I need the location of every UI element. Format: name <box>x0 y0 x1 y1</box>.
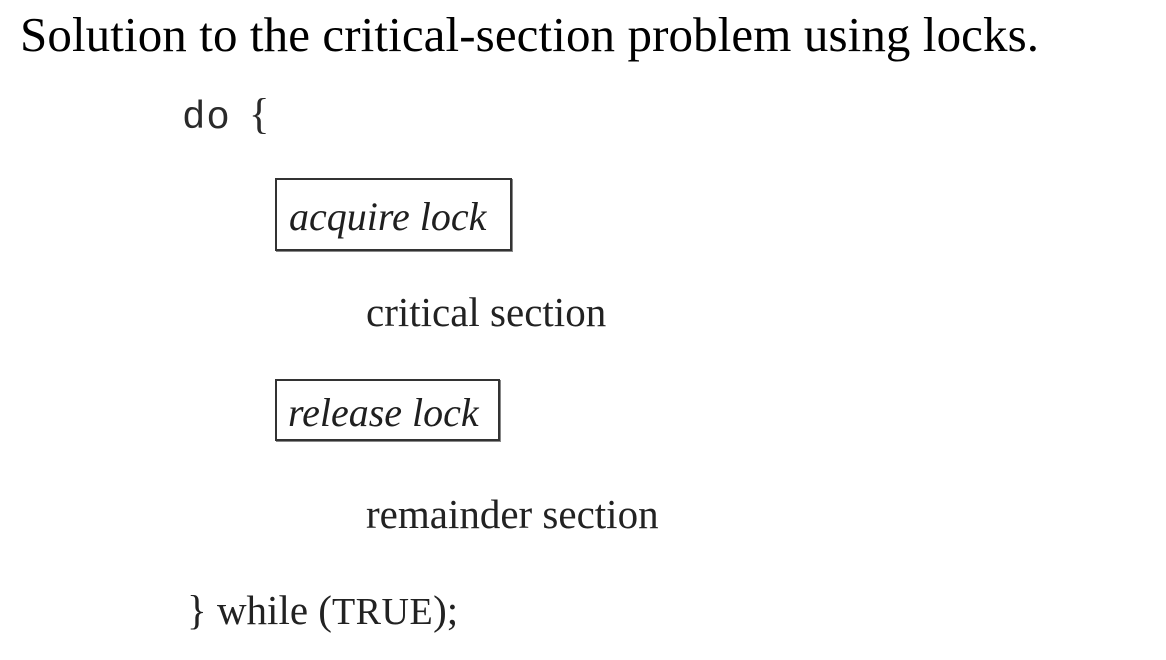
close-paren-semicolon: ); <box>433 587 459 633</box>
acquire-lock-label: acquire lock <box>289 194 487 239</box>
release-lock-label: release lock <box>288 390 479 435</box>
open-brace: { <box>248 91 270 138</box>
while-keyword: while <box>216 587 309 633</box>
critical-section-label: critical section <box>366 289 607 335</box>
do-loop-header: do { <box>182 93 269 138</box>
close-brace: } <box>187 587 207 633</box>
while-condition-line: } while (TRUE); <box>187 587 459 633</box>
figure-caption: Solution to the critical-section problem… <box>20 7 1040 62</box>
do-keyword: do <box>182 96 231 140</box>
remainder-section-label: remainder section <box>366 491 659 537</box>
true-condition: TRUE <box>331 591 434 633</box>
release-lock-box: release lock <box>275 379 500 441</box>
open-paren: ( <box>318 587 332 633</box>
acquire-lock-box: acquire lock <box>275 178 512 251</box>
